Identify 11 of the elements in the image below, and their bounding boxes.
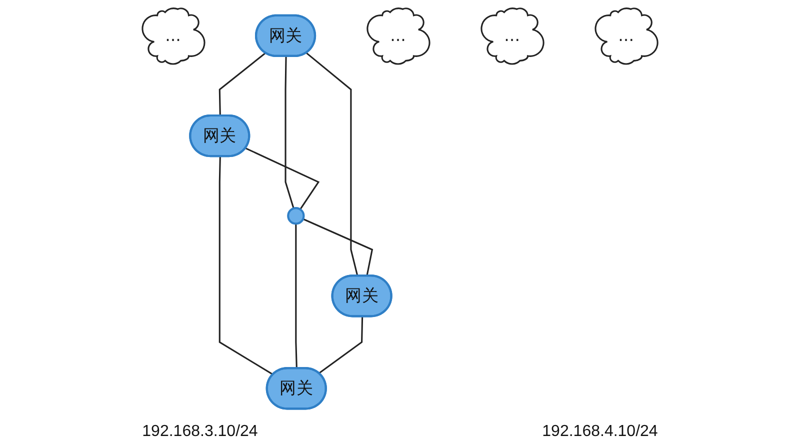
connector xyxy=(306,52,358,276)
network-address: 192.168.3.10/24 xyxy=(142,423,258,441)
network-address: 192.168.4.10/24 xyxy=(542,423,658,441)
connector xyxy=(302,218,374,276)
connector xyxy=(284,56,294,209)
connector xyxy=(218,156,274,376)
node-circle xyxy=(287,207,305,225)
connector xyxy=(245,148,320,210)
connector xyxy=(318,316,364,374)
connector xyxy=(295,224,298,369)
connector xyxy=(218,52,266,116)
